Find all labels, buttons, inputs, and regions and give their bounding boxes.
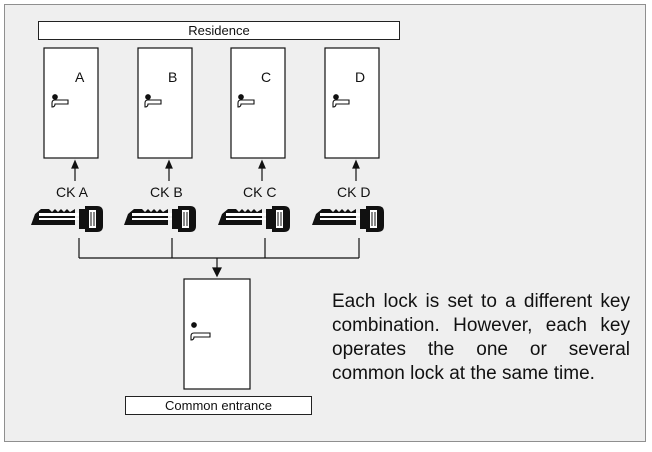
door-b-letter: B — [168, 69, 178, 85]
key-d-label: CK D — [337, 184, 371, 200]
common-entrance-label: Common entrance — [125, 396, 312, 415]
door-handle-icon — [51, 94, 69, 108]
door-a-letter: A — [75, 69, 85, 85]
key-b-icon — [123, 205, 197, 233]
door-handle-icon — [237, 94, 255, 108]
arrow-down-icon — [212, 267, 222, 278]
arrow-up-icon — [258, 159, 266, 181]
key-d-icon — [311, 205, 385, 233]
residence-label: Residence — [38, 21, 400, 40]
door-handle-icon — [190, 322, 211, 341]
key-c-icon — [217, 205, 291, 233]
key-a-icon — [30, 205, 104, 233]
key-a-label: CK A — [56, 184, 88, 200]
caption-text: Each lock is set to a different key comb… — [332, 291, 630, 384]
door-d-letter: D — [355, 69, 366, 85]
door-handle-icon — [144, 94, 162, 108]
door-handle-icon — [332, 94, 350, 108]
key-c-label: CK C — [243, 184, 277, 200]
arrow-up-icon — [165, 159, 173, 181]
door-c-letter: C — [261, 69, 272, 85]
key-b-label: CK B — [150, 184, 183, 200]
arrow-up-icon — [352, 159, 360, 181]
arrow-up-icon — [71, 159, 79, 181]
